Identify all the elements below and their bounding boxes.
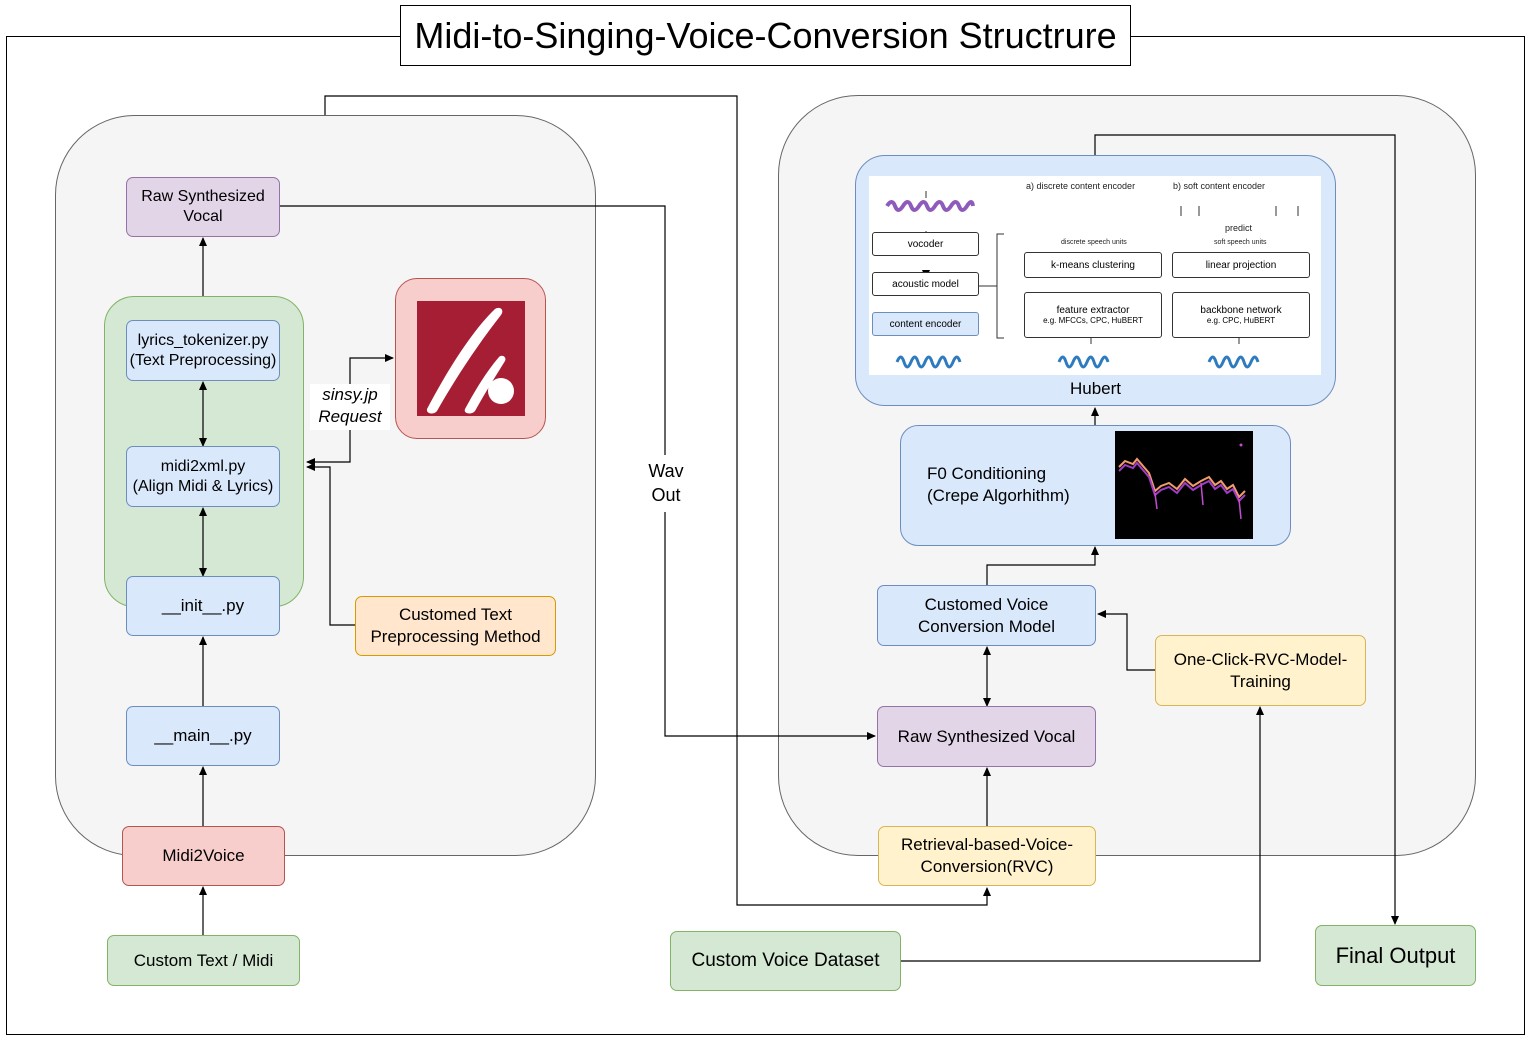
- discrete-units-label: discrete speech units: [1061, 239, 1127, 246]
- soft-units-label: soft speech units: [1214, 239, 1267, 246]
- f0-conditioning-node: F0 Conditioning (Crepe Algorhithm): [900, 425, 1291, 546]
- backbone-box: backbone network e.g. CPC, HuBERT: [1172, 292, 1310, 338]
- panel-b-title: b) soft content encoder: [1173, 181, 1266, 191]
- custom-text-midi-node: Custom Text / Midi: [107, 935, 300, 986]
- feature-extractor-label: feature extractor: [1056, 305, 1130, 316]
- sinsy-logo-icon: [416, 301, 525, 416]
- main-node: __main__.py: [126, 706, 280, 766]
- diagram-title: Midi-to-Singing-Voice-Conversion Structr…: [400, 5, 1131, 66]
- hubert-label: Hubert: [1069, 379, 1122, 398]
- f0-spectrogram-icon: [1115, 431, 1253, 539]
- rvc-node: Retrieval-based-Voice- Conversion(RVC): [878, 826, 1096, 886]
- f0-conditioning-label: F0 Conditioning (Crepe Algorhithm): [927, 464, 1070, 505]
- init-node: __init__.py: [126, 576, 280, 636]
- raw-synthesized-vocal-right: Raw Synthesized Vocal: [877, 706, 1096, 767]
- sinsy-request-label: sinsy.jp Request: [310, 384, 390, 430]
- raw-synthesized-vocal-left: Raw Synthesized Vocal: [126, 177, 280, 237]
- hubert-diagram-figure: a) discrete content encoder b) soft cont…: [869, 176, 1321, 375]
- content-encoder-box: content encoder: [872, 312, 979, 336]
- vocoder-box: vocoder: [872, 232, 979, 256]
- backbone-label: backbone network: [1200, 305, 1282, 316]
- predict-label: predict: [1225, 223, 1253, 233]
- customed-vc-model-node: Customed Voice Conversion Model: [877, 585, 1096, 646]
- panel-a-title: a) discrete content encoder: [1026, 181, 1136, 191]
- kmeans-box: k-means clustering: [1024, 252, 1162, 278]
- custom-voice-dataset-node: Custom Voice Dataset: [670, 931, 901, 991]
- feature-extractor-box: feature extractor e.g. MFCCs, CPC, HuBER…: [1024, 292, 1162, 338]
- lyrics-tokenizer-node: lyrics_tokenizer.py (Text Preprocessing): [126, 320, 280, 381]
- final-output-node: Final Output: [1315, 925, 1476, 986]
- acoustic-model-box: acoustic model: [872, 272, 979, 296]
- backbone-sub: e.g. CPC, HuBERT: [1206, 316, 1276, 325]
- linear-projection-box: linear projection: [1172, 252, 1310, 278]
- wav-out-label: Wav Out: [636, 459, 696, 509]
- midi2xml-node: midi2xml.py (Align Midi & Lyrics): [126, 446, 280, 507]
- feature-extractor-sub: e.g. MFCCs, CPC, HuBERT: [1043, 316, 1143, 325]
- midi2voice-node: Midi2Voice: [122, 826, 285, 886]
- one-click-rvc-training-node: One-Click-RVC-Model- Training: [1155, 635, 1366, 706]
- customed-text-preprocessing-node: Customed Text Preprocessing Method: [355, 596, 556, 656]
- sinsy-node: [395, 278, 546, 439]
